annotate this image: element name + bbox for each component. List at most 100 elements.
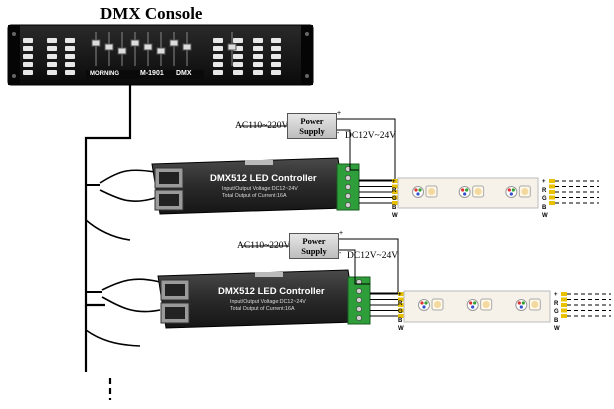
console-button bbox=[271, 38, 281, 43]
led-red bbox=[507, 188, 511, 192]
rgb-led bbox=[412, 186, 424, 198]
wire-connector bbox=[398, 314, 404, 318]
console-fader-knob bbox=[156, 47, 166, 55]
wire-connector bbox=[549, 201, 555, 205]
wire-connector bbox=[398, 297, 404, 302]
led-blue bbox=[463, 192, 467, 196]
white-led-core bbox=[531, 301, 539, 308]
led-red bbox=[517, 301, 521, 305]
console-rack-ear-left bbox=[8, 25, 20, 85]
console-button bbox=[47, 54, 57, 59]
rgb-led bbox=[458, 186, 471, 198]
console-button bbox=[213, 70, 223, 75]
console-rack-ear-right bbox=[301, 25, 313, 85]
rgb-led bbox=[515, 299, 528, 311]
console-fader-knob bbox=[169, 39, 179, 47]
terminal-screw bbox=[345, 175, 351, 181]
console-button bbox=[271, 62, 281, 67]
controller-2 bbox=[157, 269, 371, 329]
led-blue bbox=[416, 192, 420, 196]
console-button bbox=[233, 54, 243, 59]
console-button bbox=[65, 62, 75, 67]
wire-connector bbox=[561, 292, 567, 296]
controller-1-spec1: Input/Output Voltage:DC12~24V bbox=[222, 186, 298, 192]
console-button bbox=[65, 46, 75, 51]
ac-input-label-2: AC110~220V bbox=[237, 241, 291, 251]
terminal-screw bbox=[345, 184, 351, 190]
wire-connector bbox=[392, 195, 398, 200]
psu-1-line1: Power bbox=[300, 116, 324, 126]
wire-connector bbox=[561, 303, 567, 307]
console-button bbox=[253, 38, 263, 43]
dmx-trunk-cable bbox=[84, 85, 132, 307]
console-label-bar bbox=[86, 70, 204, 79]
psu-2-plus: + bbox=[339, 230, 344, 237]
dmx-console bbox=[7, 24, 314, 86]
led-green bbox=[473, 301, 477, 305]
rgb-led bbox=[466, 299, 479, 311]
led-red bbox=[461, 188, 465, 192]
psu-1-minus: - bbox=[337, 130, 340, 137]
console-model: M-1901 bbox=[140, 70, 164, 77]
console-button bbox=[213, 54, 223, 59]
wire-connector bbox=[392, 179, 398, 183]
console-button bbox=[253, 70, 263, 75]
terminal-screw bbox=[345, 166, 351, 172]
wire-connector bbox=[398, 292, 404, 296]
led-blue bbox=[519, 305, 523, 309]
led-green bbox=[465, 188, 469, 192]
console-fader-knob bbox=[104, 43, 114, 51]
terminal-screw bbox=[356, 279, 362, 285]
wire-connector bbox=[392, 184, 398, 189]
console-button bbox=[47, 70, 57, 75]
terminal-screw bbox=[356, 288, 362, 294]
console-button bbox=[213, 38, 223, 43]
power-supply-2: Power Supply bbox=[289, 233, 339, 259]
console-button bbox=[213, 46, 223, 51]
white-led-core bbox=[482, 301, 490, 308]
console-master-knob bbox=[227, 43, 237, 51]
system-2 bbox=[85, 238, 611, 347]
console-button bbox=[233, 62, 243, 67]
psu-1-line2: Supply bbox=[299, 126, 325, 136]
wire-connector bbox=[561, 308, 567, 313]
wire-connector bbox=[549, 190, 555, 194]
console-fader-knob bbox=[182, 43, 192, 51]
diagram-title: DMX Console bbox=[100, 4, 203, 23]
white-led-core bbox=[428, 188, 435, 195]
console-button bbox=[23, 54, 33, 59]
console-button bbox=[253, 62, 263, 67]
terminal-screw bbox=[345, 202, 351, 208]
terminal-screw bbox=[356, 306, 362, 312]
psu-2-line1: Power bbox=[302, 236, 326, 246]
console-button bbox=[23, 38, 33, 43]
terminal-screw bbox=[356, 315, 362, 321]
terminal-screw bbox=[356, 297, 362, 303]
controller-1-spec2: Total Output of Current:16A bbox=[222, 193, 287, 199]
wire-connector bbox=[392, 190, 398, 194]
rgb-led bbox=[418, 299, 430, 311]
console-button bbox=[213, 62, 223, 67]
white-led-core bbox=[521, 188, 529, 195]
controller-2-spec2: Total Output of Current:16A bbox=[230, 306, 295, 312]
led-green bbox=[511, 188, 515, 192]
wire-connector bbox=[398, 308, 404, 313]
psu-2-line2: Supply bbox=[301, 246, 327, 256]
console-button bbox=[233, 38, 243, 43]
console-button bbox=[23, 62, 33, 67]
console-fader-knob bbox=[143, 43, 153, 51]
controller-1 bbox=[151, 157, 360, 215]
console-button bbox=[65, 54, 75, 59]
console-button bbox=[65, 70, 75, 75]
console-button bbox=[233, 70, 243, 75]
console-fader-knob bbox=[117, 47, 127, 55]
console-button bbox=[47, 62, 57, 67]
led-red bbox=[469, 301, 473, 305]
wire-connector bbox=[392, 201, 398, 205]
